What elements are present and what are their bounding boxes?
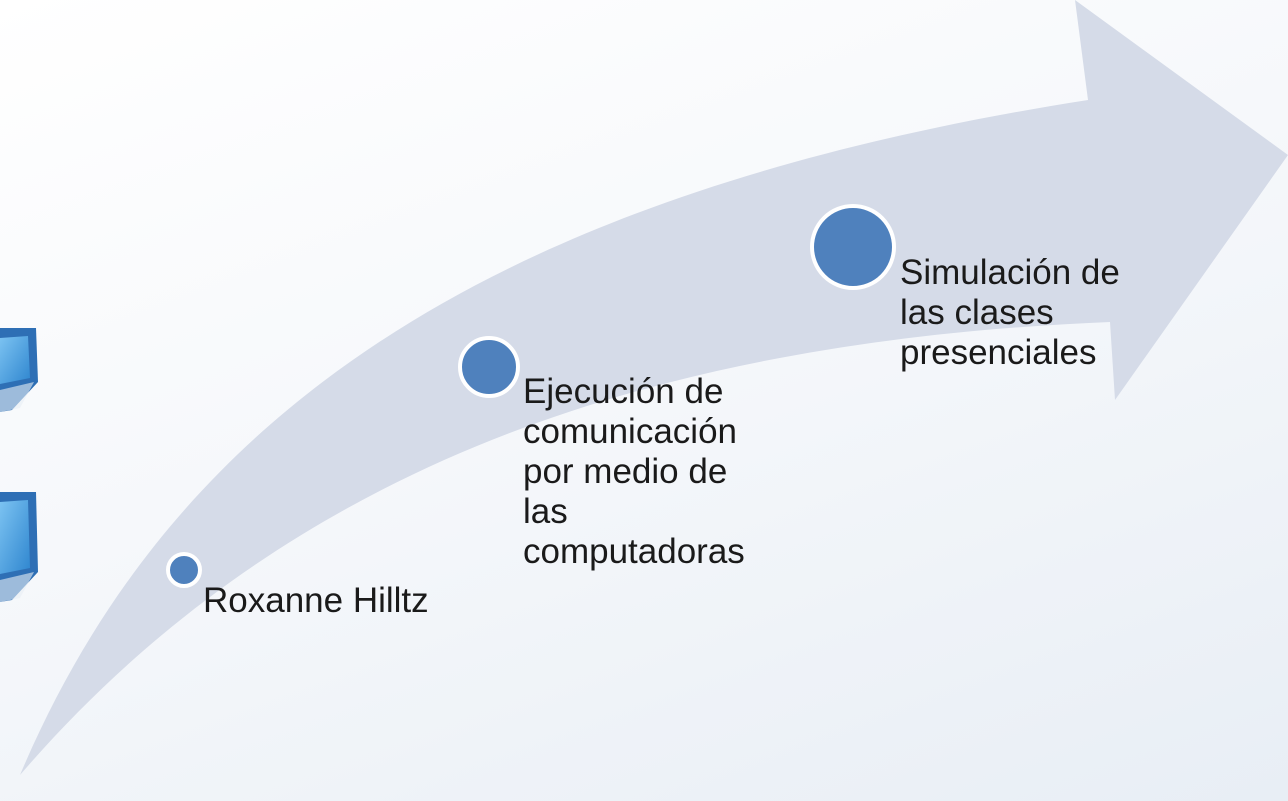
computer-monitor-icon (0, 492, 38, 602)
timeline-step-label: Roxanne Hilltz (203, 581, 429, 620)
computer-monitor-icon (0, 328, 38, 412)
timeline-node-1 (166, 552, 202, 588)
timeline-step-label: Simulación de las clases presenciales (900, 253, 1120, 372)
timeline-step-label: Ejecución de comunicación por medio de l… (523, 372, 745, 571)
timeline-node-3 (810, 204, 896, 290)
curved-arrow (20, 0, 1288, 775)
timeline-node-2 (458, 336, 520, 398)
